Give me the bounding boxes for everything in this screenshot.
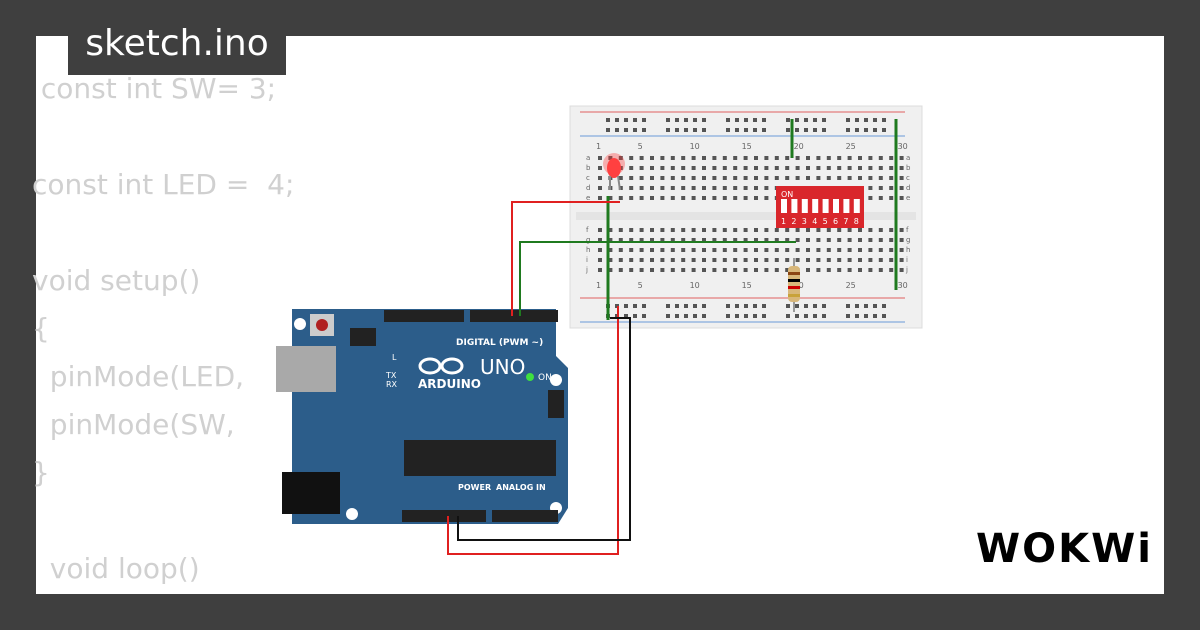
dip-switch-number: 4 (812, 217, 817, 226)
l-label: L (392, 353, 397, 362)
dip-switch-number: 8 (854, 217, 859, 226)
dip-switch-key[interactable] (853, 199, 860, 213)
row-letter: f (906, 226, 909, 234)
power-label: POWER (458, 483, 491, 492)
row-letter: f (586, 226, 589, 234)
column-number: 25 (846, 142, 856, 151)
dip-switch-key[interactable] (791, 199, 798, 213)
breadboard-holes (598, 118, 904, 318)
row-letter: h (586, 246, 590, 254)
dip-switch-number: 6 (833, 217, 838, 226)
row-letter: e (906, 194, 910, 202)
led[interactable] (603, 153, 625, 191)
breadboard-jumpers (606, 119, 898, 320)
digital-label: DIGITAL (PWM ~) (456, 338, 543, 348)
dip-switch-key[interactable] (822, 199, 829, 213)
power-header (402, 510, 486, 522)
code-line: { (32, 312, 50, 345)
dip-switch-key[interactable] (801, 199, 808, 213)
arduino-uno[interactable]: DIGITAL (PWM ~) UNO ARDUINO ON L TX RX P… (276, 309, 568, 524)
column-number: 15 (742, 281, 752, 290)
row-letter: i (906, 256, 908, 264)
power-led (526, 373, 534, 381)
code-line: void loop() (32, 552, 200, 585)
dip-switch-on-label: ON (781, 190, 793, 199)
code-line: const int LED = 4; (32, 168, 295, 201)
digital-header-1 (384, 310, 464, 322)
row-letter: d (586, 184, 590, 192)
row-letter: j (585, 266, 588, 274)
mounting-hole (294, 318, 306, 330)
file-name-tab[interactable]: sketch.ino (68, 12, 286, 75)
code-line: pinMode(SW, (32, 408, 235, 441)
dip-switch-key[interactable] (833, 199, 839, 213)
dip-switch-number: 7 (843, 217, 848, 226)
column-number: 10 (690, 281, 700, 290)
wires (447, 201, 796, 555)
code-preview: const int SW= 3; const int LED = 4; void s… (32, 65, 294, 593)
icsp-header (350, 328, 376, 346)
dip-switch-key[interactable] (812, 199, 819, 213)
digital-header-2 (470, 310, 558, 322)
dip-switch-key[interactable] (843, 199, 850, 213)
row-letter: i (586, 256, 588, 264)
row-letter: j (905, 266, 908, 274)
row-letter: b (586, 164, 591, 172)
wire-switch (519, 241, 796, 316)
power-jack (282, 472, 340, 514)
column-number: 5 (638, 142, 643, 151)
code-line: void setup() (32, 264, 201, 297)
column-number: 1 (596, 281, 601, 290)
column-number: 1 (596, 142, 601, 151)
row-letter: e (586, 194, 590, 202)
center-channel (576, 212, 916, 220)
rx-label: RX (386, 380, 398, 389)
code-line: pinMode(LED, (32, 360, 245, 393)
row-letter: d (906, 184, 910, 192)
dip-switch-key[interactable] (781, 199, 787, 213)
atmega-chip (404, 440, 556, 476)
row-letter: g (906, 236, 910, 244)
code-line: } (32, 456, 50, 489)
dip-switch-number: 5 (823, 217, 828, 226)
row-letter: c (586, 174, 590, 182)
analog-header (492, 510, 558, 522)
row-letter: a (586, 154, 590, 162)
wokwi-logo: WOKWi (976, 526, 1153, 572)
wire-5v (447, 306, 619, 555)
column-number: 25 (846, 281, 856, 290)
row-letter: c (906, 174, 910, 182)
breadboard: 115510101515202025253030 aabbccddeeffggh… (569, 105, 923, 329)
arduino-label: ARDUINO (418, 377, 481, 391)
dip-switch-number: 1 (781, 217, 786, 226)
code-line: const int SW= 3; (32, 72, 277, 105)
row-letter: h (906, 246, 910, 254)
wire-gnd (457, 317, 631, 541)
row-letter: a (906, 154, 910, 162)
column-number: 5 (638, 281, 643, 290)
wire-led (511, 201, 620, 316)
resistor[interactable] (788, 258, 800, 312)
column-number: 30 (898, 142, 908, 151)
on-label: ON (538, 373, 552, 383)
dip-switch-number: 2 (791, 217, 796, 226)
uno-label: UNO (480, 355, 525, 379)
arduino-logo (418, 357, 464, 375)
column-number: 20 (794, 142, 804, 151)
tx-label: TX (385, 371, 397, 380)
usb-port (276, 346, 336, 392)
analog-label: ANALOG IN (496, 483, 546, 492)
row-letter: b (906, 164, 911, 172)
column-number: 10 (690, 142, 700, 151)
column-number: 30 (898, 281, 908, 290)
column-number: 15 (742, 142, 752, 151)
dip-switch-number: 3 (802, 217, 807, 226)
row-letter: g (586, 236, 590, 244)
